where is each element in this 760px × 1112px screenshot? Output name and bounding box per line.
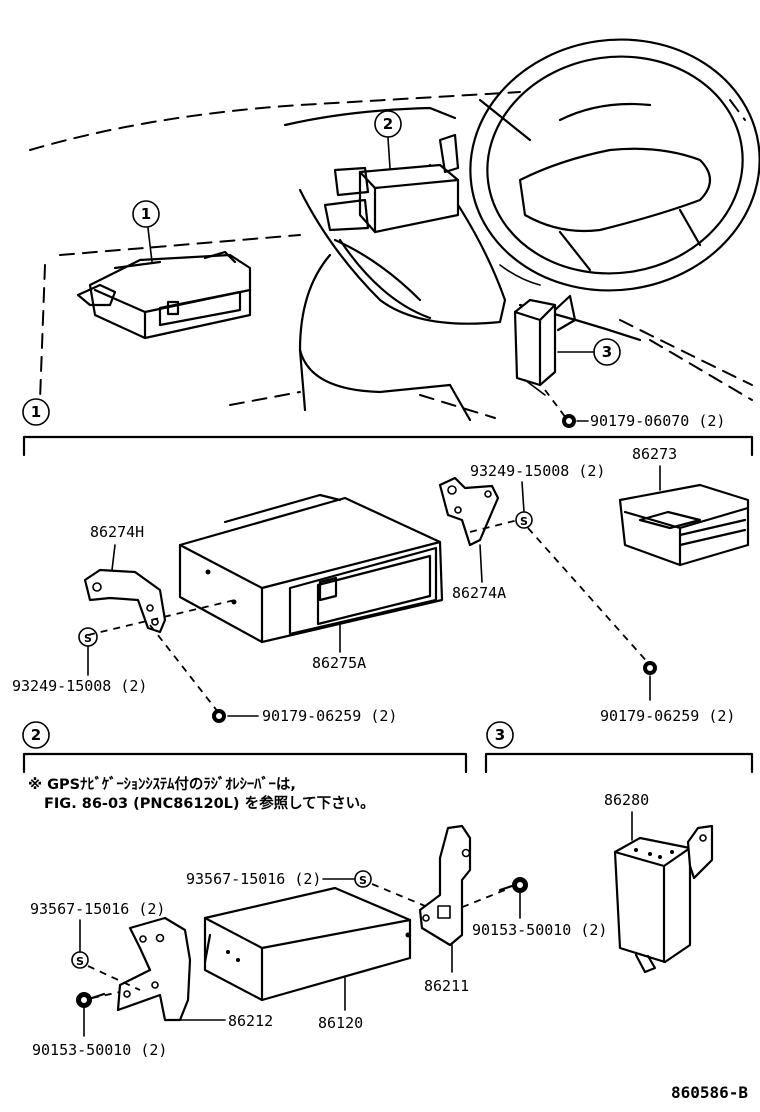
washer-93249-15008-left: S 93249-15008 (2) (12, 627, 147, 695)
washer-top-symbol: S (359, 874, 367, 887)
axis-right-washer (469, 519, 519, 533)
callout-1-label: 1 (141, 205, 151, 223)
part-86120-stereo: 86120 (203, 886, 412, 1032)
label-90179-06259-right: 90179-06259 (2) (600, 707, 735, 725)
label-93249-15008-right: 93249-15008 (2) (470, 462, 605, 480)
section-3-marker: 3 (486, 721, 514, 749)
part-86212-bracket: 86212 (116, 916, 273, 1030)
note-line-2: FIG. 86-03 (PNC86120L) を参照して下さい。 (44, 794, 375, 812)
axis-right-bolt (449, 889, 506, 913)
axis-left-washer-2 (87, 965, 141, 991)
label-86280: 86280 (604, 791, 649, 809)
bolt-90153-50010-right: 90153-50010 (2) (472, 877, 607, 939)
section-1-label: 1 (31, 403, 41, 421)
bolt-90153-50010-left: 90153-50010 (2) (32, 992, 167, 1059)
label-90179-06259-left: 90179-06259 (2) (262, 707, 397, 725)
section-1-bracket (22, 435, 754, 457)
stereo-component-overview (323, 133, 460, 234)
washer-93567-15016-left: 93567-15016 (2) S (30, 900, 165, 969)
label-86211: 86211 (424, 977, 469, 995)
amplifier-overview (513, 294, 577, 396)
section-3-bracket (484, 752, 754, 774)
part-86275A-receiver: 86275A (178, 493, 444, 672)
label-86120: 86120 (318, 1014, 363, 1032)
section-3-label: 3 (495, 726, 505, 744)
label-86273: 86273 (632, 445, 677, 463)
label-93567-15016-top: 93567-15016 (2) (186, 870, 321, 888)
section-2-label: 2 (31, 726, 41, 744)
part-86211-bracket: 86211 (418, 824, 472, 995)
part-86274H-bracket: 86274H (83, 523, 167, 634)
axis-left-nut (149, 624, 219, 713)
note-line-1: ※ GPSﾅﾋﾞｹﾞｰｼｮﾝｼｽﾃﾑ付のﾗｼﾞｵﾚｼｰﾊﾞｰは, (28, 775, 296, 793)
axis-top-washer (371, 883, 431, 909)
label-86274H: 86274H (90, 523, 144, 541)
radio-receiver-overview (76, 250, 252, 340)
section-2-bracket (22, 752, 468, 774)
part-86280-amplifier: 86280 (604, 791, 714, 974)
washer-right-symbol: S (520, 515, 528, 528)
nut-90179-06259-right: 90179-06259 (2) (600, 661, 735, 725)
label-86275A: 86275A (312, 654, 366, 672)
callout-2: 2 (374, 110, 402, 138)
figure-code: 860586-B (671, 1083, 748, 1102)
part-86273-cover: 86273 (618, 445, 750, 567)
part-86274A-bracket: 86274A (438, 476, 506, 602)
label-86274A: 86274A (452, 584, 506, 602)
washer-93249-15008-right: 93249-15008 (2) S (470, 462, 605, 529)
label-90153-50010-right: 90153-50010 (2) (472, 921, 607, 939)
callout-3-label: 3 (602, 343, 612, 361)
washer-left-symbol: S (84, 632, 92, 645)
section-1-marker: 1 (22, 398, 50, 426)
nut-90179-06070: 90179-06070 (2) (562, 412, 725, 430)
label-93249-15008-left: 93249-15008 (2) (12, 677, 147, 695)
callout-1: 1 (132, 200, 160, 228)
section-2-marker: 2 (22, 721, 50, 749)
label-90179-06070: 90179-06070 (2) (590, 412, 725, 430)
washer-93567-15016-top: 93567-15016 (2) S (186, 870, 372, 888)
label-86212: 86212 (228, 1012, 273, 1030)
washer-left2-symbol: S (76, 955, 84, 968)
axis-right-nut (527, 527, 651, 666)
label-90153-50010-left: 90153-50010 (2) (32, 1041, 167, 1059)
label-93567-15016-left: 93567-15016 (2) (30, 900, 165, 918)
nut-90179-06259-left: 90179-06259 (2) (212, 707, 397, 725)
callout-2-label: 2 (383, 115, 393, 133)
callout-3: 3 (593, 338, 621, 366)
